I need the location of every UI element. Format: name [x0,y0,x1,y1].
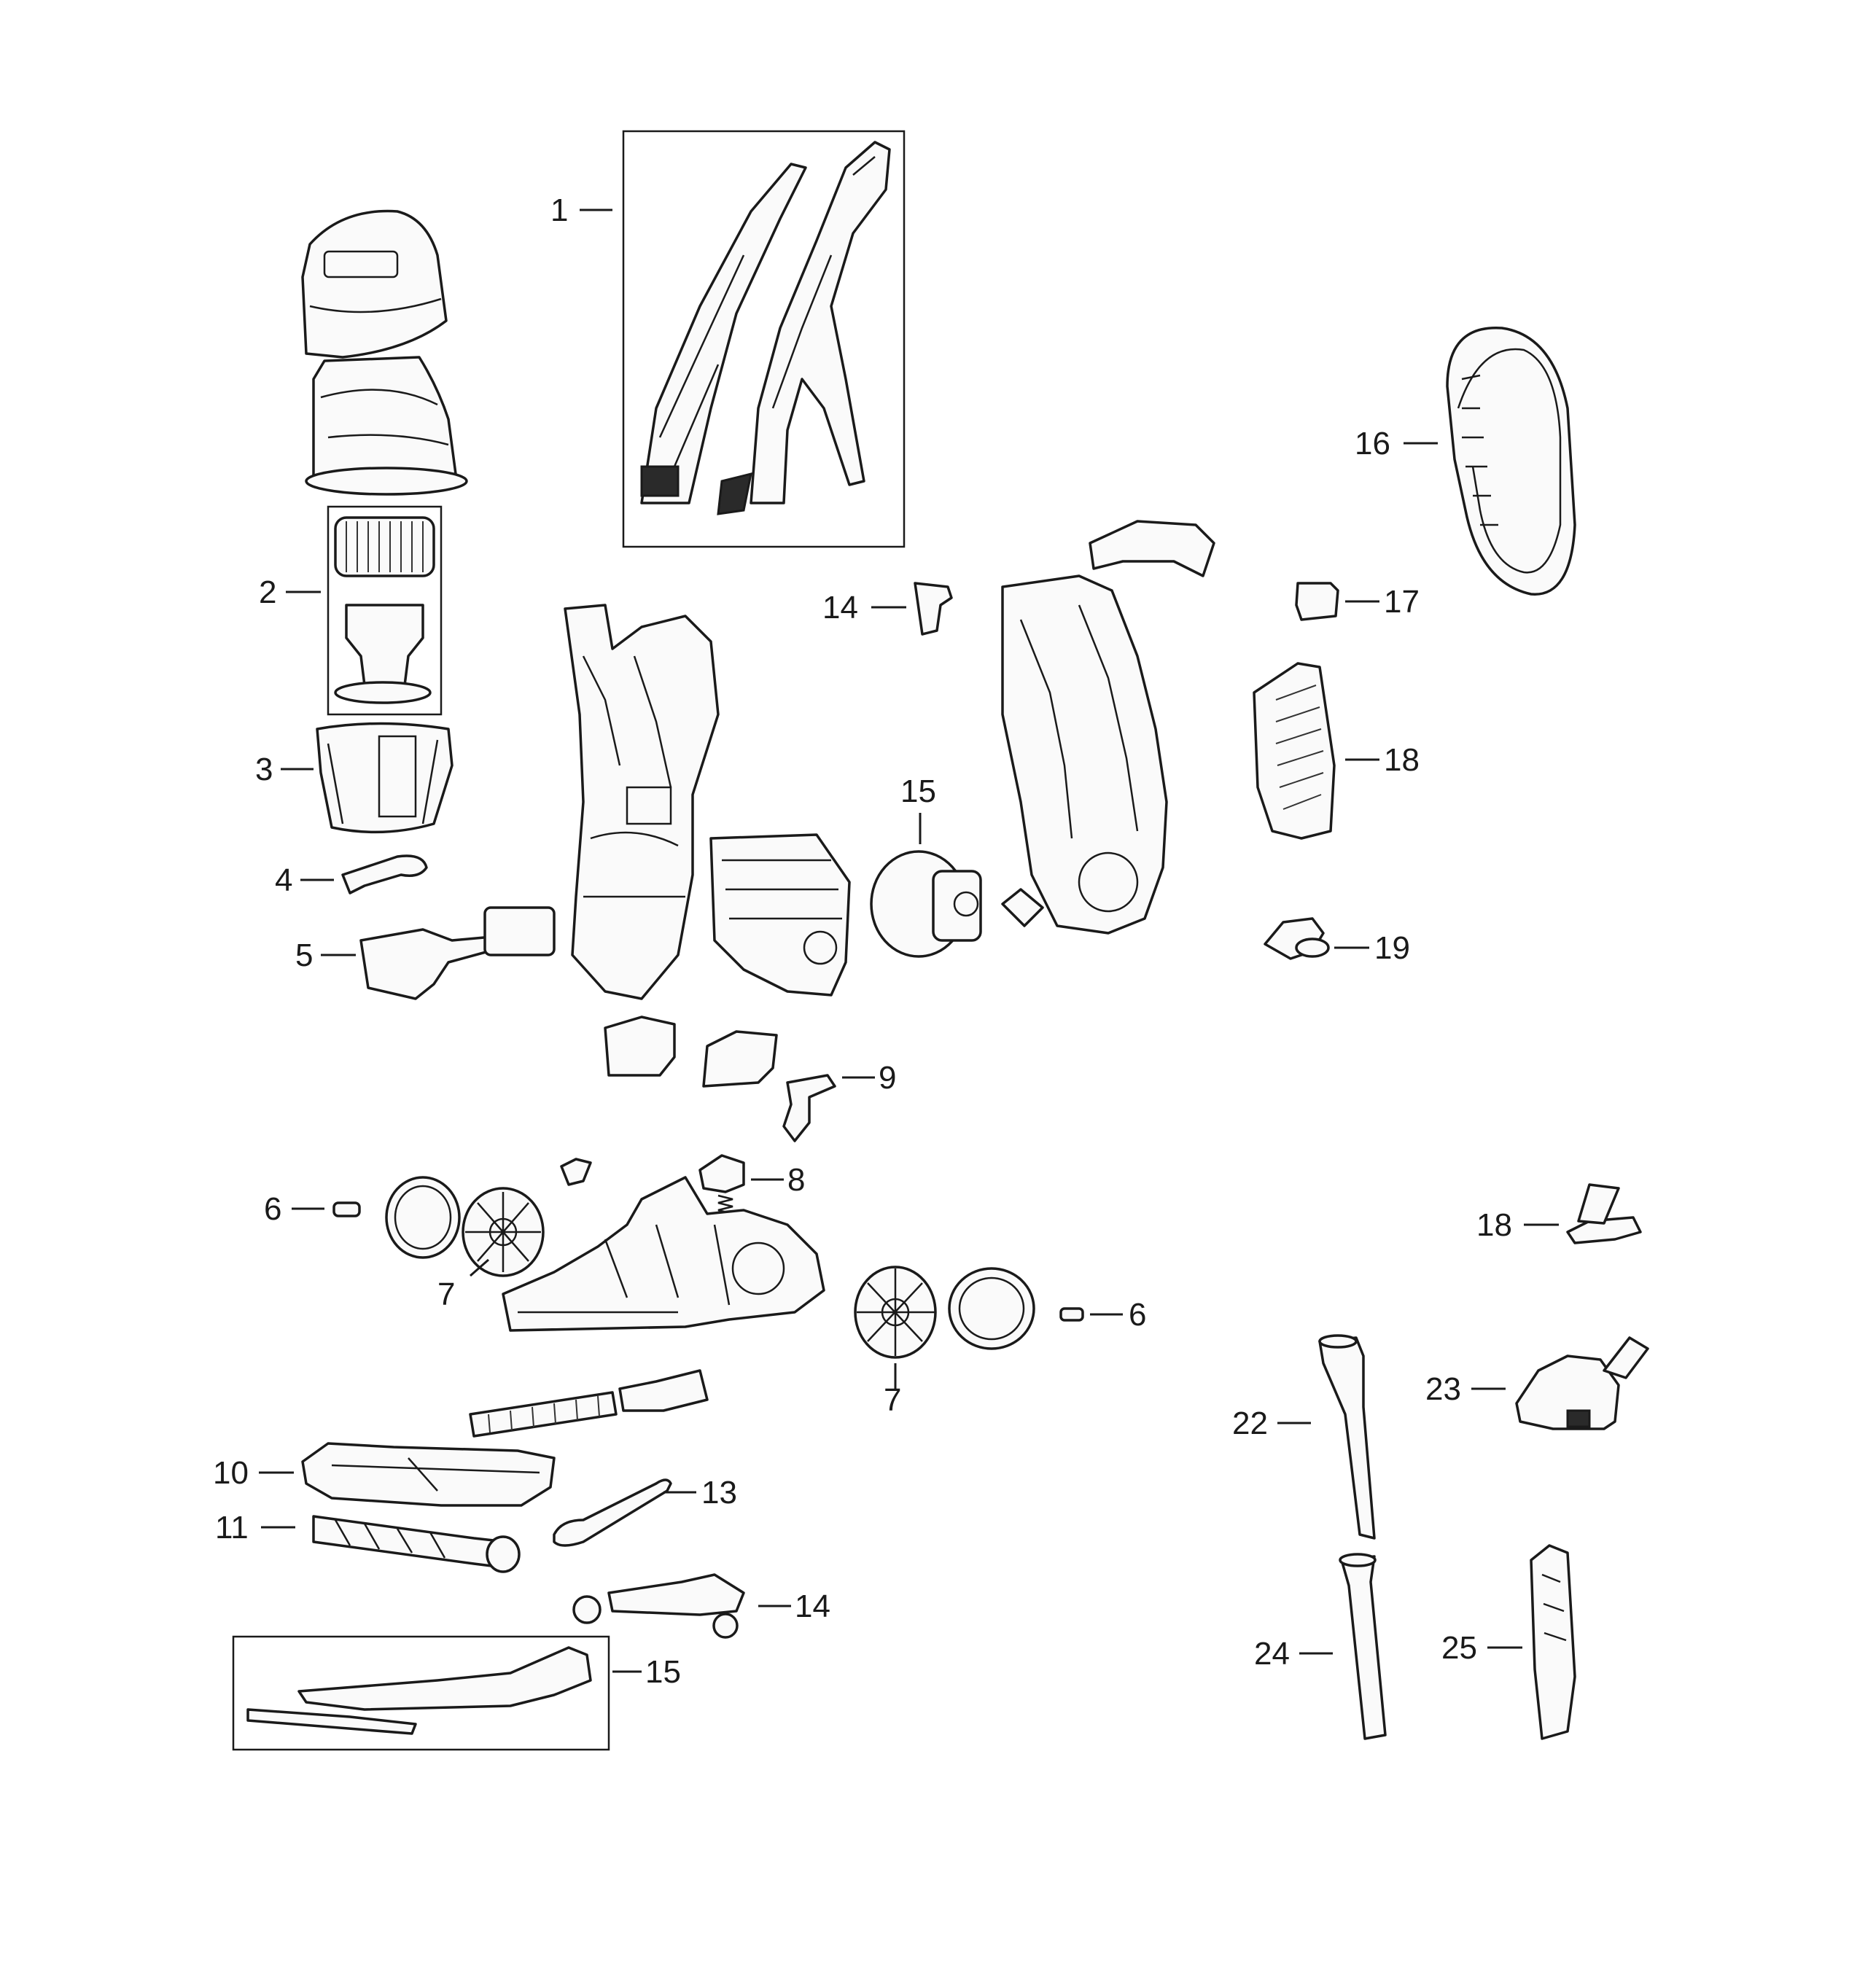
part-lower-duct-hose [469,1369,709,1438]
part-6-axle-left [332,1201,361,1217]
leader-line [470,1258,489,1277]
part-body-housing-front [564,604,720,1000]
part-7-wheel-left [462,1187,545,1277]
callout-label: 15 [645,1654,681,1690]
callout-label: 11 [215,1510,249,1545]
part-9-pedal [782,1074,836,1142]
callout-label: 2 [259,574,276,610]
part-dirt-cup-lid [305,356,468,496]
part-18-hose [1446,327,1576,596]
part-17-motor [870,850,1044,958]
part-6-axle-right [1059,1307,1084,1322]
part-base-chassis [502,1176,825,1332]
part-23-crevice-tool [1318,1334,1376,1540]
part-14-wheel-carriage [572,1573,745,1639]
callout-label: 14 [795,1589,830,1624]
part-16-switch [914,582,953,636]
part-10-nozzle-cover [301,1442,556,1507]
callout-label: 10 [213,1455,249,1491]
part-side-bracket-right [702,1030,778,1088]
callout-label: 3 [255,752,273,787]
part-11-brush-roll [312,1515,521,1573]
part-2-filter-assembly [327,505,443,716]
part-13-belt [553,1478,672,1547]
callout-label: 13 [701,1475,737,1511]
callout-label: 7 [884,1382,901,1418]
part-tire-right [948,1267,1035,1350]
part-25-extension-wand [1339,1553,1387,1740]
callout-label: 18 [1476,1207,1512,1243]
part-motor-cradle [709,833,851,997]
part-4-latch [341,854,428,894]
callout-label: 15 [900,773,936,809]
part-8-pivot-spring [560,1154,745,1219]
callout-label: 5 [295,938,313,973]
part-24-turbo-brush [1515,1336,1649,1430]
callout-label: 1 [550,192,568,228]
part-20-filter-grille [1253,662,1336,840]
callout-label: 22 [1232,1406,1268,1441]
part-19-clip [1295,582,1339,621]
callout-label: 7 [437,1276,455,1312]
part-tire-left [385,1176,461,1259]
part-7-wheel-right [854,1266,937,1359]
callout-label: 16 [1355,426,1390,461]
part-26-upholstery-tool [1530,1544,1576,1740]
part-rear-housing [1001,520,1215,935]
part-5-duct [359,906,556,1000]
callout-label: 6 [1129,1297,1146,1333]
callout-label: 23 [1425,1371,1461,1407]
callout-label: 25 [1441,1630,1477,1666]
callout-label: 18 [1384,742,1420,778]
callout-label: 24 [1254,1636,1290,1672]
callout-label: 14 [822,590,858,625]
part-3-dirt-cup [316,722,454,834]
part-15-base-plate [232,1635,610,1751]
callout-label: 8 [787,1162,805,1198]
callout-label: 6 [264,1191,281,1227]
callout-label: 19 [1374,930,1410,966]
callout-label: 17 [1384,584,1420,620]
part-side-bracket-left [604,1016,676,1077]
callout-label: 4 [275,862,292,898]
part-22-small-nozzle [1566,1183,1642,1244]
part-21-release [1264,917,1330,960]
part-1-handle-assembly [622,130,906,548]
part-top-cover [301,209,448,359]
callout-label: 9 [879,1060,896,1096]
